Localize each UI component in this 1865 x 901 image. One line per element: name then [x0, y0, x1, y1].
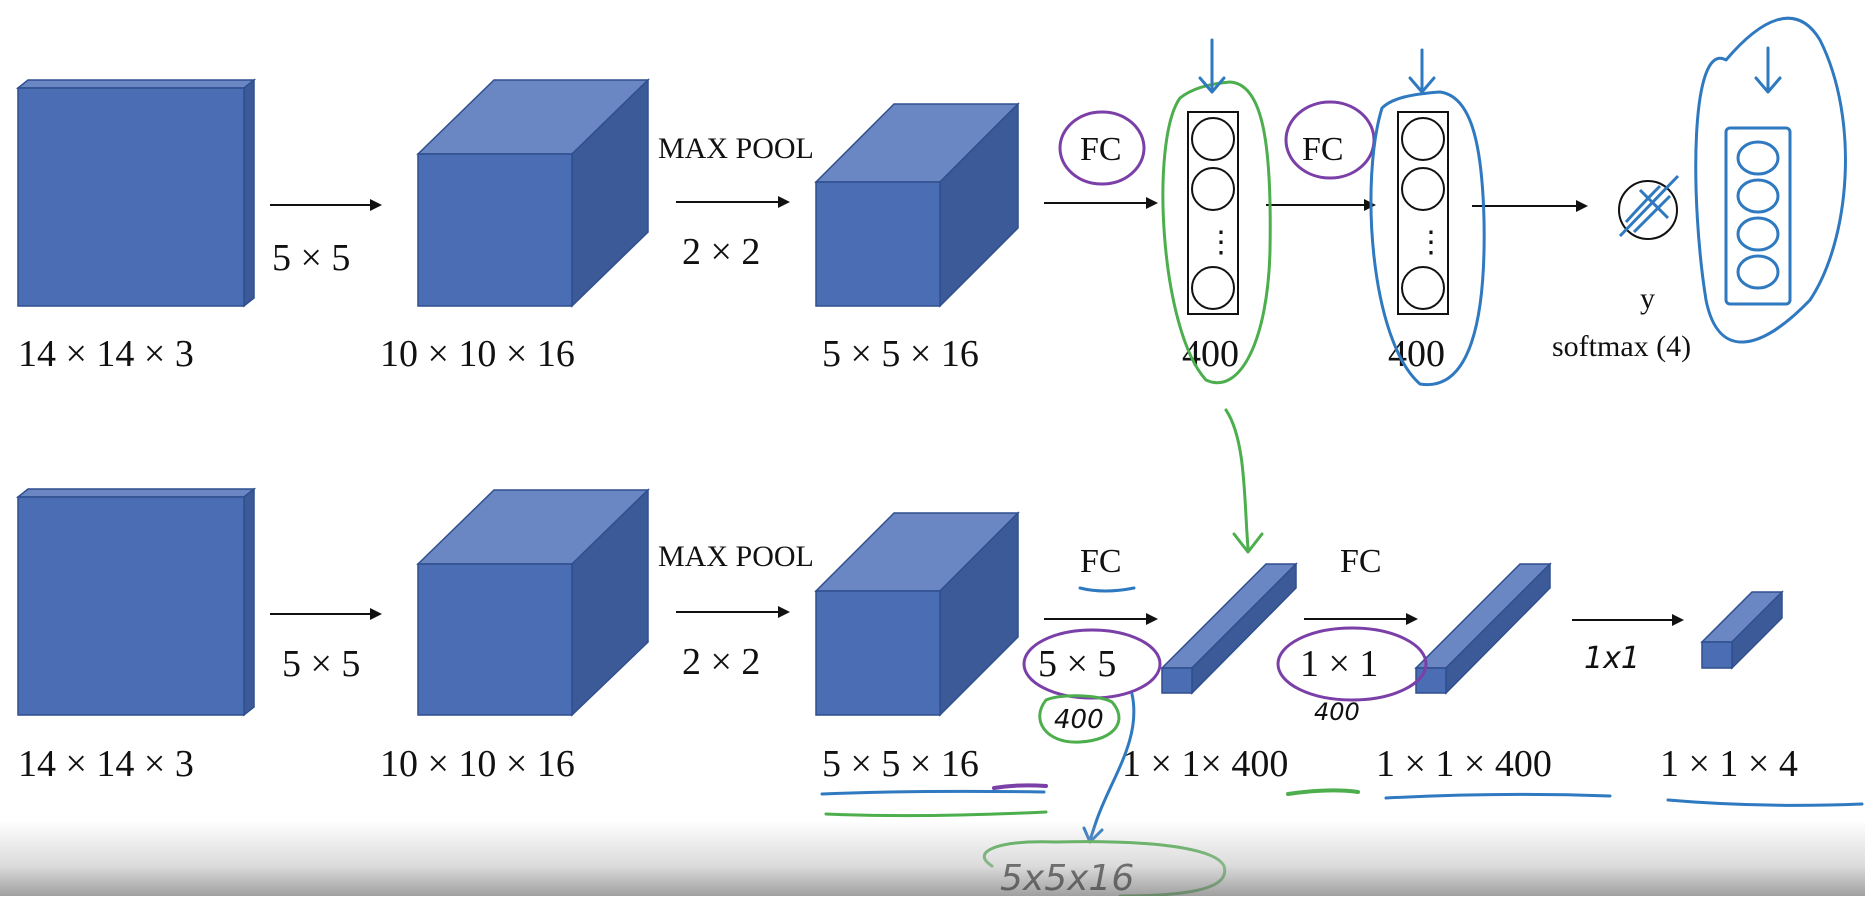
fc2-label-bottom: FC [1340, 543, 1382, 580]
input-volume-bottom [15, 487, 257, 717]
fc2-label-top: FC [1302, 131, 1344, 168]
neuron [1191, 167, 1235, 211]
neuron-dots: ⋮ [1416, 226, 1446, 259]
fc2-filter-bottom: 1 × 1 [1300, 643, 1378, 685]
down-arrow-icon [1198, 38, 1226, 94]
fc1-circle-annotation [1058, 110, 1146, 186]
underline-purple [992, 783, 1048, 790]
neuron [1401, 167, 1445, 211]
neuron [1401, 117, 1445, 161]
output-unit [1736, 254, 1780, 290]
note-400-b: 400 [1314, 698, 1360, 726]
output-unit [1736, 140, 1780, 176]
fc2-neuron-column: ⋮ [1397, 111, 1449, 315]
conv-volume-bottom [416, 488, 650, 717]
fc-underline [1078, 586, 1136, 593]
op-conv-top: 5 × 5 [272, 237, 350, 279]
fc1-filter-bottom: 5 × 5 [1038, 643, 1116, 685]
top-row: 14 × 14 × 3 5 × 5 10 × 10 × 16 MAX POOL … [15, 78, 1691, 375]
pool-label-top: MAX POOL [658, 132, 814, 165]
note-400-loop [1038, 694, 1121, 744]
underline-green-short [1286, 788, 1360, 796]
dim-conv-bottom: 10 × 10 × 16 [380, 743, 575, 785]
neuron [1191, 266, 1235, 310]
underline-blue [1666, 798, 1864, 807]
conv-volume-top [416, 78, 650, 308]
pool-volume-bottom [814, 511, 1020, 717]
underline-green [824, 810, 1048, 818]
output-blue-loop [1694, 16, 1847, 344]
underline-blue [1384, 792, 1612, 800]
fc1-neuron-column: ⋮ [1187, 111, 1239, 315]
dim-input-bottom: 14 × 14 × 3 [18, 743, 194, 785]
bottom-fade [0, 820, 1865, 896]
op-pool-top: 2 × 2 [682, 231, 760, 273]
pool-label-bottom: MAX POOL [658, 540, 814, 573]
note-1x1: 1x1 [1584, 641, 1640, 676]
green-link-arrow [1224, 408, 1264, 554]
neuron [1191, 117, 1235, 161]
output-unit [1736, 178, 1780, 214]
dim-input-top: 14 × 14 × 3 [18, 333, 194, 375]
dim-pool-bottom: 5 × 5 × 16 [822, 743, 979, 785]
filter-1x1-circle [1276, 626, 1428, 702]
fc1-label-bottom: FC [1080, 543, 1122, 580]
output-unit [1736, 216, 1780, 252]
note-400-a: 400 [1054, 705, 1104, 735]
fc1-green-loop [1161, 80, 1272, 385]
annotations [820, 16, 1864, 898]
op-conv-bottom: 5 × 5 [282, 643, 360, 685]
input-volume-top [15, 78, 257, 308]
fc2-volume-bottom [1414, 562, 1552, 695]
underline-blue [820, 789, 1046, 796]
neuron [1401, 266, 1445, 310]
down-arrow-icon [1408, 48, 1436, 94]
fc1-units-top: 400 [1182, 333, 1239, 375]
output-vector-box [1724, 126, 1792, 306]
dim-pool-top: 5 × 5 × 16 [822, 333, 979, 375]
pool-volume-top [814, 102, 1020, 308]
dim-fc1-bottom: 1 × 1× 400 [1122, 743, 1288, 785]
fc1-label-top: FC [1080, 131, 1122, 168]
bottom-row: 14 × 14 × 3 5 × 5 10 × 10 × 16 MAX POOL … [15, 487, 1798, 785]
dim-fc2-bottom: 1 × 1 × 400 [1376, 743, 1552, 785]
fc2-units-top: 400 [1388, 333, 1445, 375]
output-label: softmax (4) [1552, 330, 1691, 363]
fc1-volume-bottom [1160, 562, 1298, 695]
output-symbol: y [1640, 282, 1655, 315]
dim-out-bottom: 1 × 1 × 4 [1660, 743, 1798, 785]
output-volume-bottom [1700, 590, 1784, 670]
down-arrow-icon [1754, 46, 1782, 94]
dim-conv-top: 10 × 10 × 16 [380, 333, 575, 375]
output-scribble [1618, 174, 1680, 238]
neuron-dots: ⋮ [1206, 226, 1236, 259]
op-pool-bottom: 2 × 2 [682, 641, 760, 683]
fc2-blue-loop [1369, 90, 1486, 387]
output-node [1618, 180, 1678, 240]
